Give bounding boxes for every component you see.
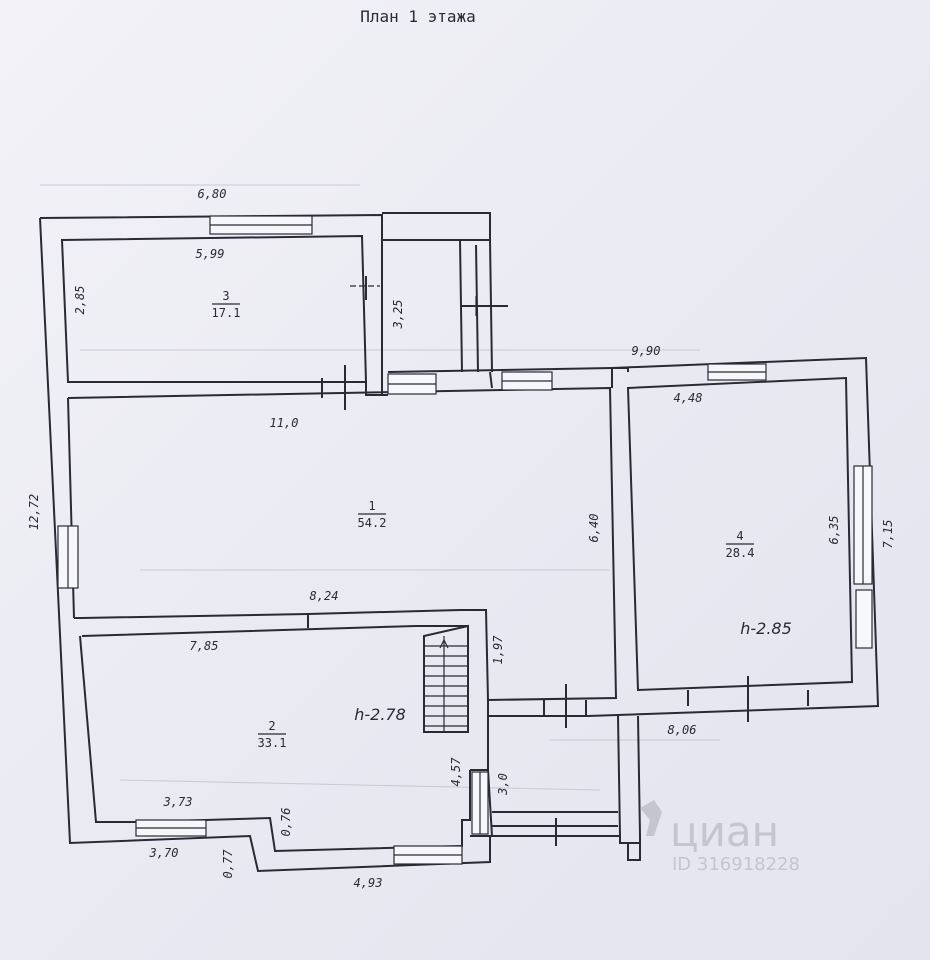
room-number: 1 [368,499,375,513]
dim-porch-457: 4,57 [449,757,463,787]
dim-room1-height: 6,40 [587,514,601,543]
room-area: 28.4 [726,546,755,560]
room-area: 33.1 [258,736,287,750]
dim-room2-top: 8,24 [310,589,339,603]
dim-room4-bottom: 8,06 [668,723,697,737]
dim-right-outer: 7,15 [881,520,895,549]
window-room4-right-2 [855,589,873,649]
dim-room4-height: 6,35 [827,516,841,545]
room-label-2: 2 33.1 [258,719,287,750]
plan-title: План 1 этажа [360,7,476,26]
dim-stair-gap: 1,97 [491,635,505,665]
room-number: 3 [222,289,229,303]
room-area: 54.2 [358,516,387,530]
room1-walls [67,367,629,702]
dim-porch-30: 3,0 [496,773,510,796]
windows [57,215,873,865]
room-label-3: 3 17.1 [212,289,241,320]
room-area: 17.1 [212,306,241,320]
watermark-id: ID 316918228 [672,854,800,875]
dim-room4-width: 4,48 [674,391,703,405]
dim-right-3: 3,25 [391,300,405,330]
outer-walls [39,212,640,873]
dim-top-inner-3: 5,99 [196,247,225,261]
dim-room2-bottom-left: 3,73 [163,795,193,809]
stairs [423,624,469,733]
room-label-1: 1 54.2 [358,499,387,530]
annex [381,239,493,395]
dimension-labels: 6,80 5,99 2,85 3,25 9,90 11,0 6,40 4,48 … [27,187,895,890]
dim-top-annex: 9,90 [632,344,661,358]
room-label-4: 4 28.4 [726,529,755,560]
room-number: 4 [736,529,743,543]
watermark-brand: циан [670,807,779,856]
watermark: циан ID 316918228 [640,800,800,875]
dim-left-outer: 12,72 [27,494,41,530]
dim-step-076: 0,76 [279,808,293,837]
room4-height: h-2.85 [740,619,792,638]
room-number: 2 [268,719,275,733]
ghost-lines [40,184,720,791]
dim-bottom-left-outer: 3,70 [149,846,179,860]
cian-logo-icon [640,800,662,836]
dim-bottom-mid: 4,93 [354,876,383,890]
dim-step-077: 0,77 [221,849,235,879]
dim-top-outer: 6,80 [198,187,227,201]
dim-room2-width: 7,85 [190,639,219,653]
doors [307,276,809,846]
dim-left-3: 2,85 [73,286,87,315]
room2-top-wall [81,625,468,637]
room2-height: h-2.78 [354,705,406,724]
dim-room1-width: 11,0 [270,416,299,430]
